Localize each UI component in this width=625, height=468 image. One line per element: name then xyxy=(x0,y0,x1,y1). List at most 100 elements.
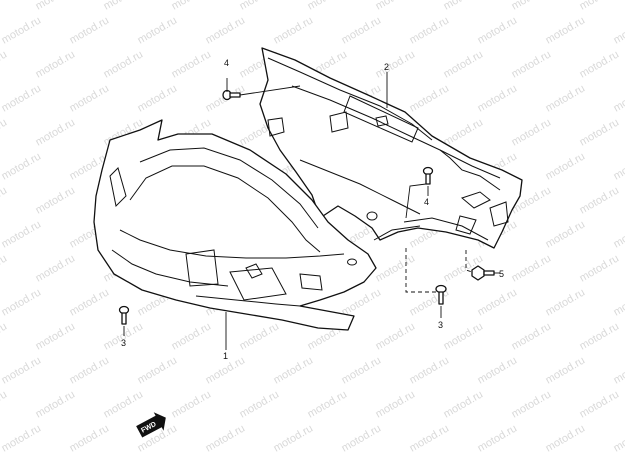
watermark-text: motod.ru xyxy=(578,0,622,13)
watermark-text: motod.ru xyxy=(68,286,112,318)
watermark-text: motod.ru xyxy=(0,388,9,420)
watermark-text: motod.ru xyxy=(612,150,625,182)
watermark-text: motod.ru xyxy=(510,0,554,13)
watermark-text: motod.ru xyxy=(476,14,520,46)
watermark-text: motod.ru xyxy=(510,48,554,80)
watermark-text: motod.ru xyxy=(578,116,622,148)
fwd-direction-arrow-icon: FWD xyxy=(136,412,166,438)
watermark-text: motod.ru xyxy=(578,320,622,352)
watermark-text: motod.ru xyxy=(442,116,486,148)
watermark-text: motod.ru xyxy=(544,286,588,318)
watermark-text: motod.ru xyxy=(476,422,520,454)
watermark-text: motod.ru xyxy=(238,388,282,420)
watermark-text: motod.ru xyxy=(0,0,9,13)
watermark-text: motod.ru xyxy=(0,218,43,250)
watermark-text: motod.ru xyxy=(612,218,625,250)
watermark-text: motod.ru xyxy=(510,320,554,352)
watermark-text: motod.ru xyxy=(0,320,9,352)
watermark-text: motod.ru xyxy=(102,0,146,13)
watermark-text: motod.ru xyxy=(612,14,625,46)
watermark-text: motod.ru xyxy=(34,320,78,352)
watermark-text: motod.ru xyxy=(0,286,43,318)
watermark-text: motod.ru xyxy=(544,218,588,250)
watermark-text: motod.ru xyxy=(34,116,78,148)
watermark-text: motod.ru xyxy=(0,422,43,454)
watermark-text: motod.ru xyxy=(612,422,625,454)
part-1-front-cover xyxy=(93,119,377,331)
watermark-text: motod.ru xyxy=(612,286,625,318)
watermark-text: motod.ru xyxy=(170,320,214,352)
watermark-text: motod.ru xyxy=(510,388,554,420)
watermark-text: motod.ru xyxy=(272,14,316,46)
part-3-screw-right xyxy=(435,284,447,305)
watermark-text: motod.ru xyxy=(612,354,625,386)
watermark-text: motod.ru xyxy=(510,252,554,284)
part-4-screw-mid xyxy=(422,166,434,185)
watermark-text: motod.ru xyxy=(442,388,486,420)
watermark-text: motod.ru xyxy=(544,422,588,454)
watermark-text: motod.ru xyxy=(0,184,9,216)
watermark-text: motod.ru xyxy=(0,116,9,148)
watermark-text: motod.ru xyxy=(102,48,146,80)
watermark-text: motod.ru xyxy=(544,82,588,114)
watermark-text: motod.ru xyxy=(340,14,384,46)
callout-4-top: 4 xyxy=(224,58,229,68)
watermark-text: motod.ru xyxy=(340,422,384,454)
watermark-text: motod.ru xyxy=(0,14,43,46)
watermark-text: motod.ru xyxy=(442,320,486,352)
watermark-text: motod.ru xyxy=(0,354,43,386)
watermark-text: motod.ru xyxy=(136,82,180,114)
watermark-text: motod.ru xyxy=(238,0,282,13)
watermark-text: motod.ru xyxy=(578,388,622,420)
watermark-text: motod.ru xyxy=(0,150,43,182)
watermark-text: motod.ru xyxy=(68,422,112,454)
watermark-text: motod.ru xyxy=(476,286,520,318)
watermark-text: motod.ru xyxy=(204,422,248,454)
callout-2: 2 xyxy=(384,62,389,72)
watermark-text: motod.ru xyxy=(0,252,9,284)
callout-labels: 1 2 3 3 4 4 5 xyxy=(121,58,504,361)
watermark-text: motod.ru xyxy=(204,14,248,46)
watermark-text: motod.ru xyxy=(238,320,282,352)
watermark-text: motod.ru xyxy=(68,354,112,386)
watermark-text: motod.ru xyxy=(102,388,146,420)
leader-lines xyxy=(123,72,500,350)
watermark-text: motod.ru xyxy=(170,388,214,420)
watermark-text: motod.ru xyxy=(578,48,622,80)
watermark-text: motod.ru xyxy=(612,82,625,114)
watermark-text: motod.ru xyxy=(136,14,180,46)
callout-5: 5 xyxy=(499,269,504,279)
watermark-text: motod.ru xyxy=(34,0,78,13)
watermark-text: motod.ru xyxy=(170,0,214,13)
callout-4-mid: 4 xyxy=(424,197,429,207)
watermark-text: motod.ru xyxy=(408,82,452,114)
watermark-text: motod.ru xyxy=(34,184,78,216)
callout-3-right: 3 xyxy=(438,320,443,330)
watermark-text: motod.ru xyxy=(374,0,418,13)
watermark-text: motod.ru xyxy=(374,320,418,352)
watermark-text: motod.ru xyxy=(408,14,452,46)
part-3-screw-left xyxy=(118,305,130,325)
watermark-text: motod.ru xyxy=(306,0,350,13)
watermark-text: motod.ru xyxy=(544,354,588,386)
watermark-text: motod.ru xyxy=(442,48,486,80)
watermark-text: motod.ru xyxy=(374,48,418,80)
watermark-text: motod.ru xyxy=(0,82,43,114)
watermark-text: motod.ru xyxy=(306,388,350,420)
callout-3-left: 3 xyxy=(121,338,126,348)
watermark-text: motod.ru xyxy=(510,116,554,148)
watermark-text: motod.ru xyxy=(476,82,520,114)
watermark-text: motod.ru xyxy=(136,354,180,386)
watermark-text: motod.ru xyxy=(272,354,316,386)
watermark-text: motod.ru xyxy=(578,252,622,284)
part-4-screw-top xyxy=(222,89,241,101)
watermark-text: motod.ru xyxy=(408,354,452,386)
watermark-text: motod.ru xyxy=(442,0,486,13)
watermark-text: motod.ru xyxy=(544,150,588,182)
watermark-text: motod.ru xyxy=(34,388,78,420)
watermark-text: motod.ru xyxy=(272,422,316,454)
part-2-rear-cover xyxy=(259,47,523,249)
watermark-text: motod.ru xyxy=(544,14,588,46)
callout-1: 1 xyxy=(223,351,228,361)
